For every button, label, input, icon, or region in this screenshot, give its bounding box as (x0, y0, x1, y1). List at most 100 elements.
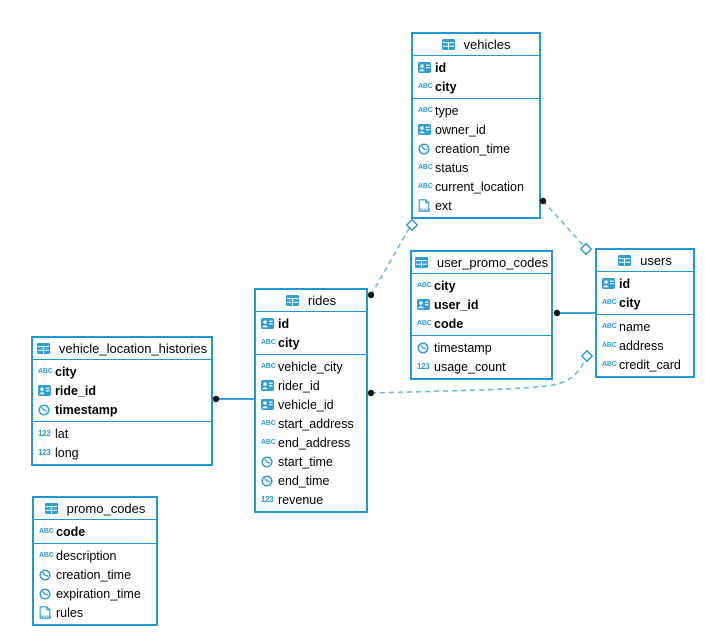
abc-glyph: ABC (39, 552, 54, 559)
column-row-start_time[interactable]: start_time (256, 452, 366, 471)
abc-glyph: ABC (602, 323, 617, 330)
column-label: city (619, 295, 641, 310)
relation-endpoint-diamond (405, 218, 419, 232)
text-type-icon: ABC (417, 282, 434, 289)
column-label: current_location (435, 179, 524, 194)
column-row-long[interactable]: 123 long (33, 443, 211, 462)
column-row-end_time[interactable]: end_time (256, 471, 366, 490)
column-label: ext (435, 198, 452, 213)
text-type-icon: ABC (602, 323, 619, 330)
table-header[interactable]: rides (256, 290, 366, 311)
table-name: user_promo_codes (436, 255, 549, 270)
column-label: id (619, 276, 631, 291)
column-label: city (435, 79, 457, 94)
num-glyph: 123 (38, 448, 51, 457)
id-badge-icon (418, 62, 435, 73)
column-row-vehicle_id[interactable]: vehicle_id (256, 395, 366, 414)
text-type-icon: ABC (602, 299, 619, 306)
abc-glyph: ABC (418, 107, 433, 114)
column-row-user_id[interactable]: user_id (412, 295, 551, 314)
column-row-owner_id[interactable]: owner_id (413, 120, 539, 139)
column-label: vehicle_id (278, 397, 334, 412)
timestamp-clock-icon (39, 587, 56, 600)
relation-line-vehicles-users[interactable] (542, 200, 585, 247)
column-row-id[interactable]: id (597, 274, 693, 293)
column-label: creation_time (435, 141, 511, 156)
column-row-timestamp[interactable]: timestamp (412, 338, 551, 357)
table-header[interactable]: vehicle_location_histories (33, 338, 211, 359)
timestamp-clock-icon (417, 341, 434, 354)
column-row-timestamp[interactable]: timestamp (33, 400, 211, 419)
column-label: city (278, 335, 300, 350)
id-badge-icon (418, 124, 435, 135)
column-row-id[interactable]: id (413, 58, 539, 77)
column-row-expiration_time[interactable]: expiration_time (34, 584, 156, 603)
table-name: rides (307, 293, 337, 308)
column-row-ride_id[interactable]: ride_id (33, 381, 211, 400)
column-label: start_time (278, 454, 333, 469)
timestamp-clock-icon (261, 455, 278, 468)
column-label: long (55, 445, 79, 460)
column-label: end_address (278, 435, 351, 450)
num-glyph: 123 (417, 362, 430, 371)
abc-glyph: ABC (418, 83, 433, 90)
text-type-icon: ABC (418, 164, 435, 171)
text-type-icon: ABC (602, 361, 619, 368)
table-header[interactable]: user_promo_codes (412, 252, 551, 273)
timestamp-clock-icon (39, 568, 56, 581)
column-row-creation_time[interactable]: creation_time (34, 565, 156, 584)
id-badge-icon (261, 318, 278, 329)
relation-line-rides-vehicles[interactable] (370, 226, 411, 296)
text-type-icon: ABC (39, 552, 56, 559)
numeric-type-icon: 123 (38, 429, 55, 438)
table-header[interactable]: vehicles (413, 34, 539, 55)
column-label: code (56, 524, 86, 539)
column-row-id[interactable]: id (256, 314, 366, 333)
table-icon (44, 503, 62, 514)
table-header[interactable]: promo_codes (34, 498, 156, 519)
column-label: vehicle_city (278, 359, 343, 374)
column-label: rules (56, 605, 84, 620)
column-label: usage_count (434, 359, 506, 374)
column-row-rider_id[interactable]: rider_id (256, 376, 366, 395)
table-header[interactable]: users (597, 250, 693, 271)
relation-endpoint-dot (367, 389, 375, 397)
abc-glyph: ABC (38, 368, 53, 375)
column-row-usage_count[interactable]: 123 usage_count (412, 357, 551, 376)
column-label: id (435, 60, 447, 75)
table-icon (618, 255, 635, 266)
abc-glyph: ABC (602, 361, 617, 368)
table-icon (36, 343, 54, 354)
column-row-creation_time[interactable]: creation_time (413, 139, 539, 158)
